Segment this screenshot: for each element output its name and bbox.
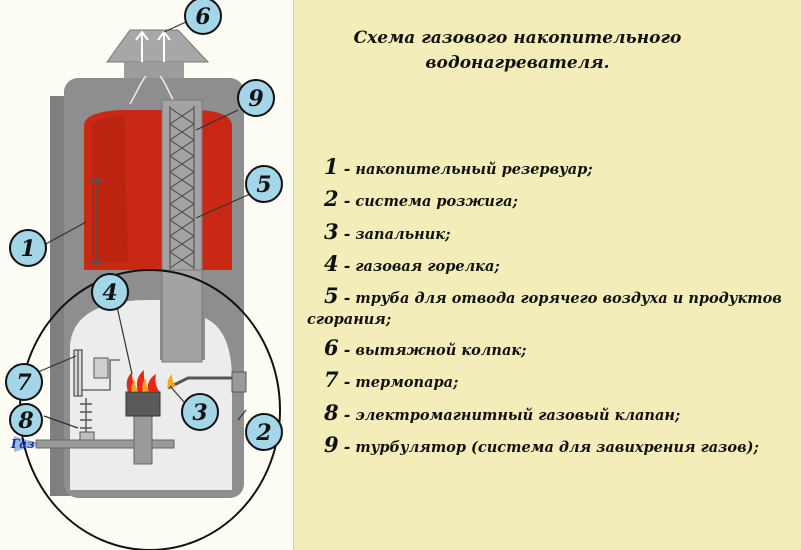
burner-flames (126, 370, 160, 392)
badge-9-label: 9 (248, 86, 263, 112)
badge-7-label: 7 (16, 370, 32, 396)
legend-item: 4 - газовая горелка; (307, 249, 787, 281)
title-line-2: водонагревателя. (425, 53, 610, 73)
control-box (93, 357, 109, 379)
thermocouple-wire (82, 359, 120, 391)
gas-pipe (35, 439, 175, 449)
badge-3-label: 3 (192, 400, 207, 426)
legend-text: электромагнитный газовый клапан; (355, 406, 681, 424)
exhaust-hood (106, 29, 210, 63)
legend-item: 3 - запальник; (307, 217, 787, 249)
legend-number: 9 (324, 432, 339, 458)
gas-inlet (14, 436, 40, 452)
badge-6-label: 6 (195, 4, 210, 30)
legend-number: 6 (324, 335, 339, 361)
legend-text: запальник; (355, 225, 451, 243)
ignition-system (231, 371, 247, 393)
badge-4: 4 (91, 273, 129, 311)
badge-1-label: 1 (20, 236, 35, 262)
legend-item: 5 - труба для отвода горячего воздуха и … (307, 283, 782, 329)
badge-8: 8 (9, 403, 43, 437)
legend-text: газовая горелка; (355, 257, 500, 275)
legend-item: 2 - система розжига; (307, 184, 787, 216)
badge-5: 5 (245, 165, 283, 203)
legend-number: 3 (324, 218, 339, 244)
legend-number: 8 (324, 399, 339, 425)
badge-7: 7 (5, 363, 43, 401)
turbulator (168, 106, 196, 270)
badge-9: 9 (237, 79, 275, 117)
legend: 1 - накопительный резервуар; 2 - система… (307, 152, 787, 461)
legend-item: 6 - вытяжной колпак; (307, 333, 787, 365)
thermocouple (73, 349, 83, 397)
legend-item: 9 - турбулятор (система для завихрения г… (307, 430, 787, 461)
badge-3: 3 (181, 393, 219, 431)
hood-neck (124, 62, 184, 78)
badge-8-label: 8 (17, 408, 33, 434)
badge-2: 2 (245, 413, 283, 451)
legend-text: накопительный резервуар; (355, 161, 593, 178)
legend-item: 1 - накопительный резервуар; (307, 152, 787, 184)
gas-valve (80, 398, 92, 440)
legend-number: 1 (324, 154, 339, 179)
badge-4-label: 4 (102, 280, 117, 306)
legend-text: вытяжной колпак; (355, 342, 527, 360)
tank-highlight (92, 116, 128, 262)
legend-text: термопара; (355, 374, 459, 392)
legend-item: 7 - термопара; (307, 365, 787, 397)
legend-text: система розжига; (355, 193, 518, 211)
legend-number: 4 (324, 250, 339, 276)
burner-post (133, 415, 153, 465)
badge-6: 6 (184, 0, 222, 35)
hood-arrows (135, 30, 171, 62)
legend-number: 2 (324, 186, 339, 212)
leader-lines (37, 21, 251, 429)
badge-1: 1 (9, 229, 47, 267)
pilot-flame (167, 374, 176, 388)
flue-tube-lower (161, 269, 203, 363)
gas-label: Газ (11, 437, 35, 451)
legend-item: 8 - электромагнитный газовый клапан; (307, 398, 787, 430)
badge-5-label: 5 (256, 172, 271, 198)
legend-number: 5 (324, 283, 339, 309)
badge-2-label: 2 (255, 420, 271, 446)
diagram-title: Схема газового накопительного водонагрев… (310, 26, 725, 76)
title-line-1: Схема газового накопительного (353, 28, 682, 48)
legend-number: 7 (324, 367, 339, 393)
legend-text: труба для отвода горячего воздуха и прод… (307, 290, 782, 329)
legend-text: турбулятор (система для завихрения газов… (355, 439, 759, 457)
gas-burner (125, 391, 161, 417)
